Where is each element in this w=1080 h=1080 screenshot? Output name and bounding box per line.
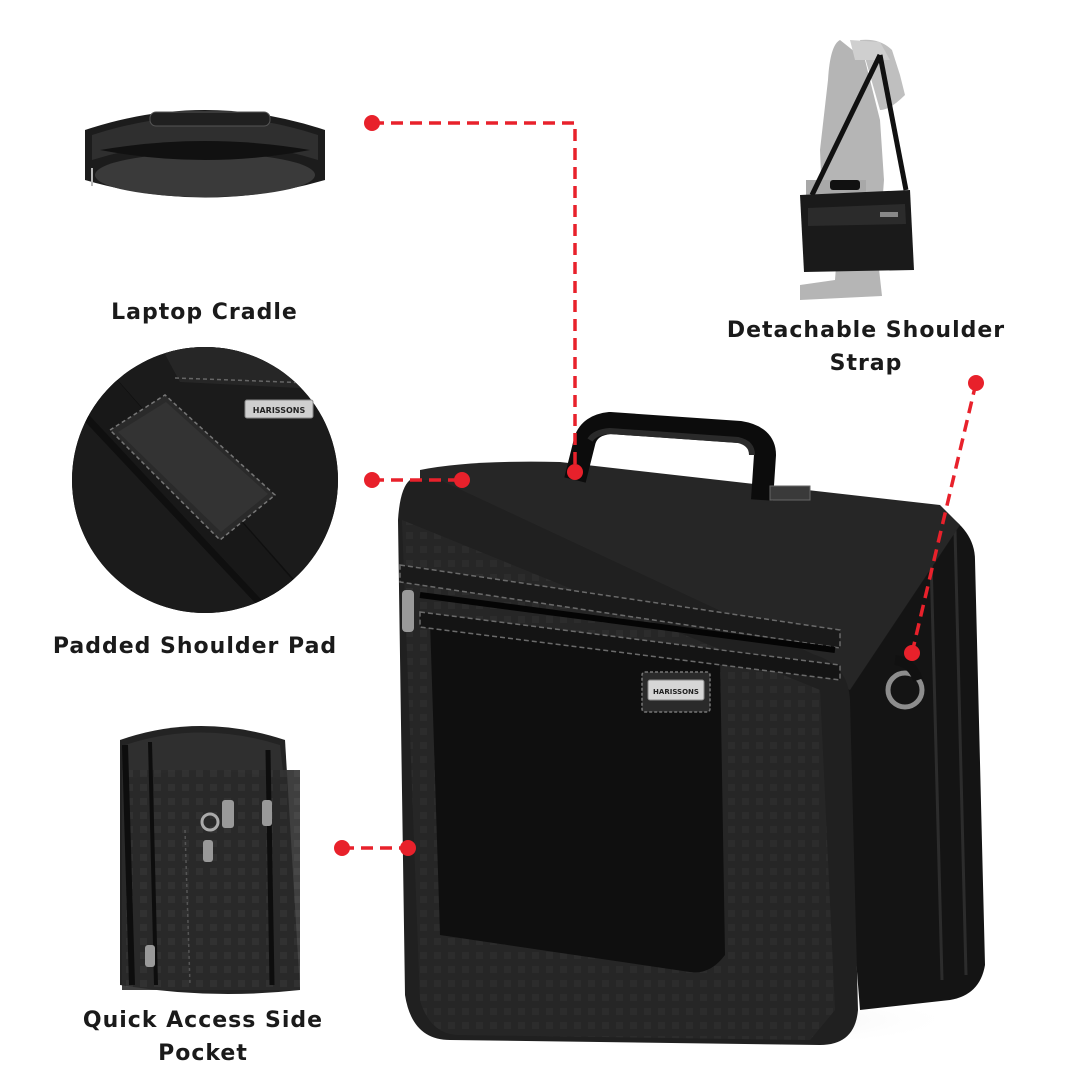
shoulder-pad-label: Padded Shoulder Pad [50, 630, 340, 663]
pad-brand-text: HARISSONS [253, 406, 306, 415]
shoulder-strap-label: Detachable Shoulder Strap [720, 314, 1012, 380]
shoulder-pad-image: HARISSONS [72, 347, 338, 613]
shoulder-pad-text: Padded Shoulder Pad [52, 634, 338, 659]
callout-dot [904, 645, 920, 661]
callout-dot [454, 472, 470, 488]
callout-dot [400, 840, 416, 856]
side-pocket-label: Quick Access Side Pocket [68, 1004, 338, 1070]
callout-laptop-cradle [372, 121, 577, 472]
shoulder-strap-text-line1: Detachable Shoulder [726, 318, 1006, 343]
side-pocket-text-line2: Pocket [158, 1041, 248, 1066]
laptop-cradle-image [85, 110, 325, 198]
callout-dots [334, 115, 984, 856]
side-pocket-text-line1: Quick Access Side [82, 1008, 324, 1033]
laptop-cradle-label: Laptop Cradle [92, 296, 317, 329]
laptop-cradle-text: Laptop Cradle [111, 300, 298, 325]
callout-lines [342, 121, 978, 850]
side-pocket-image [120, 726, 300, 994]
shoulder-strap-text-line2: Strap [829, 351, 903, 376]
callout-dot [364, 115, 380, 131]
callout-dot [968, 375, 984, 391]
callout-dot [364, 472, 380, 488]
callout-dot [334, 840, 350, 856]
shoulder-strap-image [800, 39, 914, 300]
main-bag-image: HARISSONS [398, 412, 985, 1050]
callout-dot [567, 464, 583, 480]
bag-brand-text: HARISSONS [653, 688, 699, 696]
callout-shoulder-strap [910, 382, 978, 654]
